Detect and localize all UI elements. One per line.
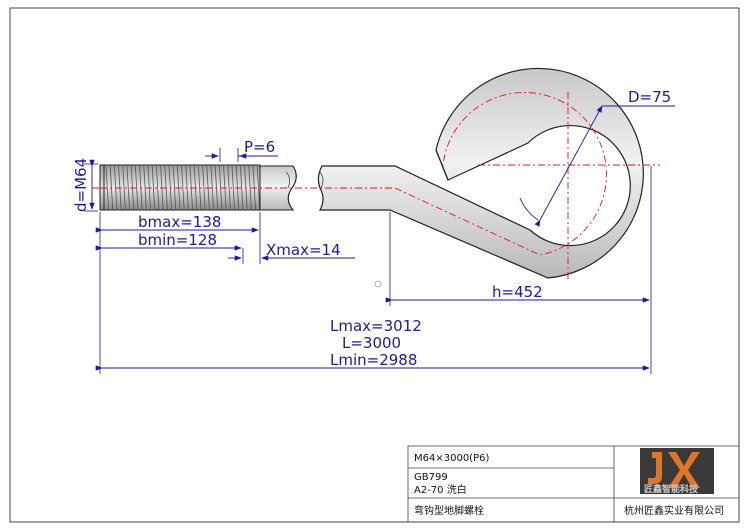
hook-body xyxy=(317,67,644,279)
threaded-section xyxy=(99,164,261,211)
logo-text: 匠鑫智能科技 xyxy=(644,483,699,495)
title-standard: GB799 xyxy=(414,472,448,483)
dim-pitch: P=6 xyxy=(244,138,275,156)
dim-h: h=452 xyxy=(492,283,543,301)
dim-bmax: bmax=138 xyxy=(138,213,221,231)
sheet-border xyxy=(9,7,740,523)
dim-hook-diameter: D=75 xyxy=(628,88,671,106)
dimension-lines xyxy=(89,105,675,371)
dim-lmax: Lmax=3012 xyxy=(330,317,422,335)
reference-point xyxy=(374,280,382,288)
title-company: 杭州匠鑫实业有限公司 xyxy=(624,504,724,517)
jx-logo-icon: 匠鑫智能科技 xyxy=(640,448,714,495)
title-part-name: 弯钩型地脚螺栓 xyxy=(414,504,484,517)
title-block xyxy=(407,445,740,523)
title-size: M64×3000(P6) xyxy=(414,453,489,464)
dim-bmin: bmin=128 xyxy=(138,231,217,249)
dim-diameter: d=M64 xyxy=(72,158,90,212)
dim-l: L=3000 xyxy=(342,334,401,352)
dim-lmin: Lmin=2988 xyxy=(330,351,417,369)
dim-xmax: Xmax=14 xyxy=(266,241,341,259)
title-material: A2-70 洗白 xyxy=(414,483,467,496)
extension-lines xyxy=(84,148,652,374)
